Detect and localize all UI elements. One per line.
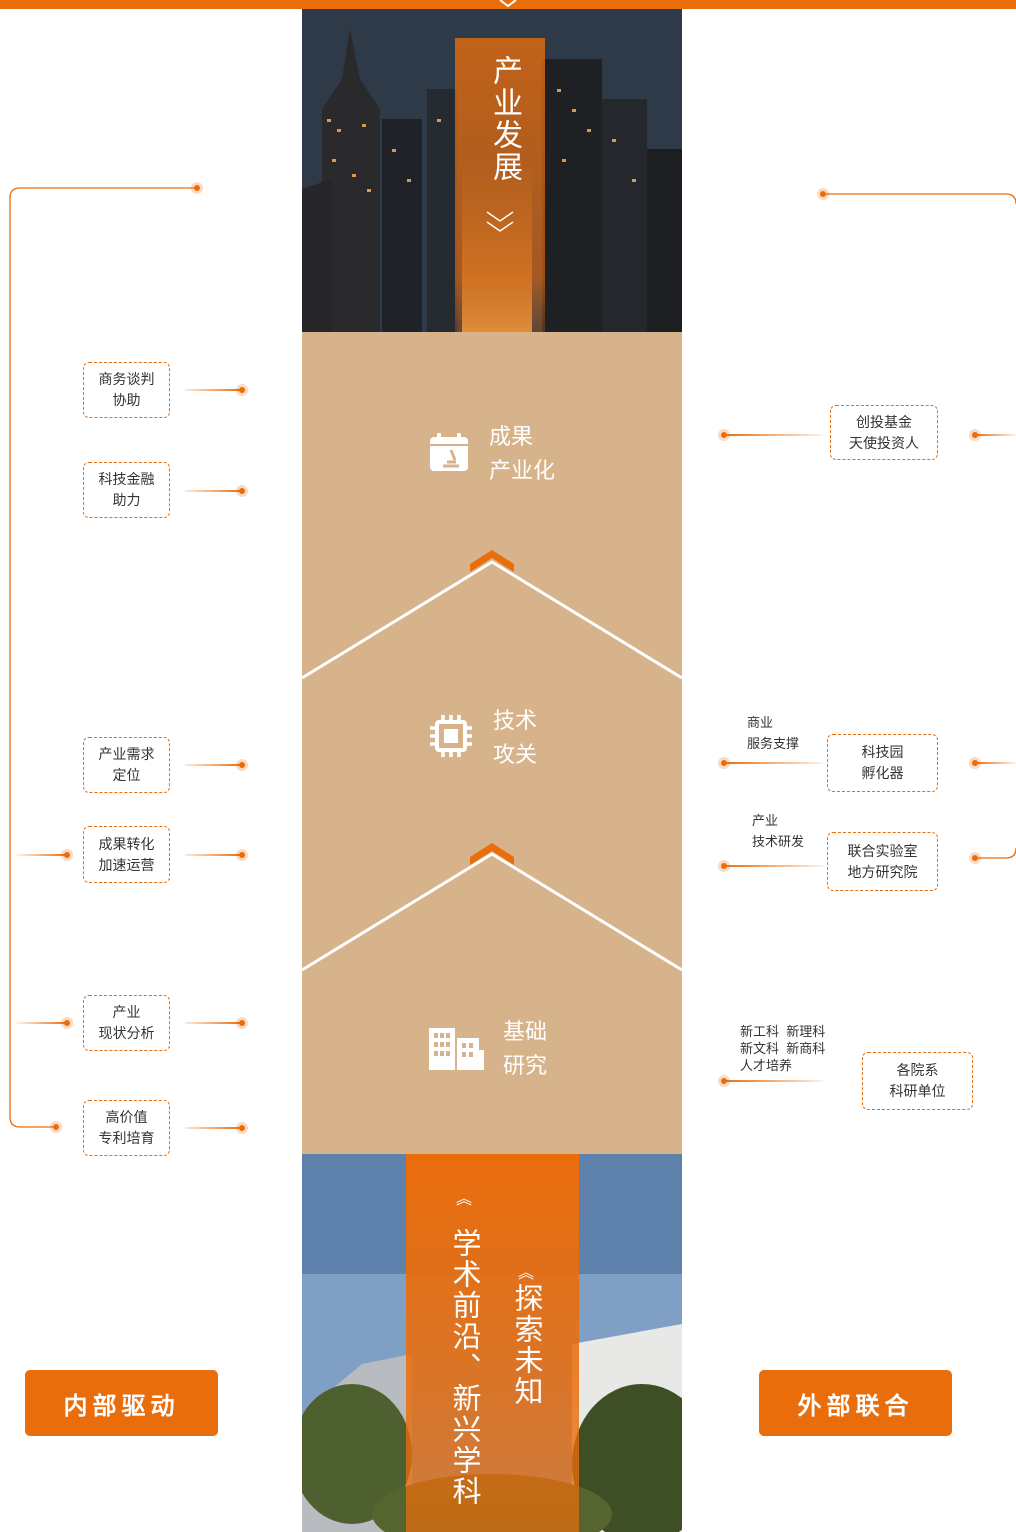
bottom-title-left: 学术前沿、新兴学科 (448, 1228, 480, 1507)
note-tech-rd: 产业 技术研发 (752, 813, 805, 849)
connector-dot (236, 1017, 248, 1029)
connector-dot (236, 384, 248, 396)
bottom-title-strip (406, 1154, 579, 1532)
connector-dot (817, 188, 829, 200)
connector-dot (236, 759, 248, 771)
node-tech-finance: 科技金融 助力 (83, 462, 170, 518)
buildings-icon (429, 1028, 484, 1070)
connector-dot (191, 182, 203, 194)
left-connector-lines (9, 187, 242, 1129)
node-patent-cultivation: 高价值 专利培育 (83, 1100, 170, 1156)
connector-dot (236, 485, 248, 497)
node-venture-fund: 创投基金 天使投资人 (830, 405, 938, 460)
stage-title-tech-breakthrough: 技术 攻关 (493, 708, 538, 767)
stage-title-commercialization: 成果 产业化 (489, 424, 556, 483)
connector-dot (718, 429, 730, 441)
connector-dot (969, 852, 981, 864)
note-talent-cultivation: 新工科 新理科 新文科 新商科 人才培养 (740, 1024, 826, 1073)
stage-title-basic-research: 基础 研究 (503, 1019, 548, 1078)
node-joint-lab: 联合实验室 地方研究院 (827, 832, 938, 891)
note-business-support: 商业 服务支撑 (747, 715, 800, 751)
internal-drive-button[interactable]: 内部驱动 (25, 1370, 218, 1436)
connector-dot (969, 429, 981, 441)
connector-dot (718, 1075, 730, 1087)
connector-dot (50, 1121, 62, 1133)
double-chevron-up-icon: ︽ (456, 1191, 473, 1208)
connector-dot (61, 849, 73, 861)
node-transfer-operation: 成果转化 加速运营 (83, 826, 170, 883)
external-union-button[interactable]: 外部联合 (759, 1370, 952, 1436)
connector-dot (718, 860, 730, 872)
top-title: 产业发展 (488, 55, 521, 183)
top-title-strip (455, 38, 545, 358)
node-business-negotiation: 商务谈判 协助 (83, 362, 170, 418)
double-chevron-down-icon (486, 211, 514, 232)
bottom-title-right: 探索未知 (510, 1283, 542, 1407)
node-industry-analysis: 产业 现状分析 (83, 995, 170, 1051)
node-industry-demand: 产业需求 定位 (83, 737, 170, 793)
connector-dot (236, 1122, 248, 1134)
node-departments: 各院系 科研单位 (862, 1052, 973, 1110)
calendar-microscope-icon (430, 433, 468, 471)
node-science-park: 科技园 孵化器 (827, 734, 938, 792)
connector-dot (236, 849, 248, 861)
connector-dot (718, 757, 730, 769)
connector-dot (969, 757, 981, 769)
double-chevron-up-icon: ︽ (518, 1265, 535, 1282)
chip-icon (430, 715, 472, 757)
stage-panel (302, 332, 682, 1154)
connector-dot (61, 1017, 73, 1029)
